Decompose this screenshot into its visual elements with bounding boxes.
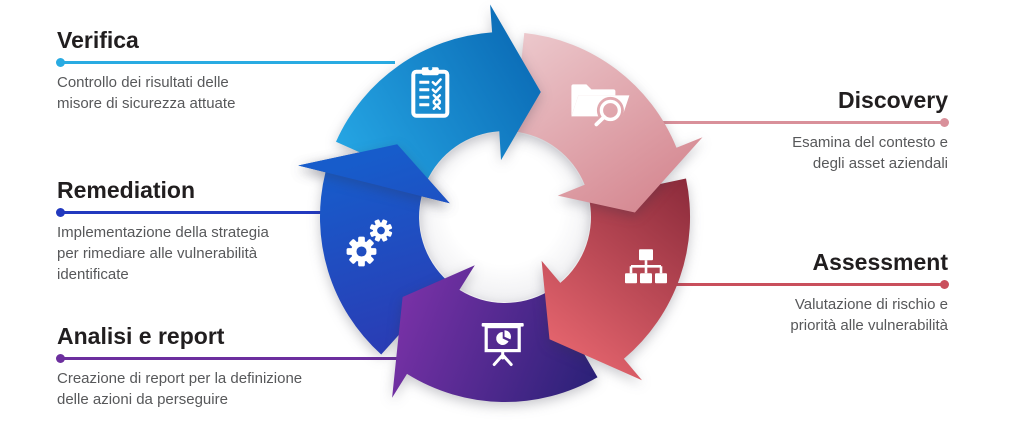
stage-analisi-e-report: Analisi e report Creazione di report per… xyxy=(56,322,425,410)
presentation-chart-icon xyxy=(481,323,524,366)
stage-title: Discovery xyxy=(838,87,948,113)
stage-discovery: Discovery Esamina del contesto e degli a… xyxy=(655,86,949,174)
stage-description: Controllo dei risultati delle misore di … xyxy=(57,73,236,112)
stage-description: Valutazione di rischio e priorità alle v… xyxy=(790,295,948,334)
stage-title: Assessment xyxy=(812,249,948,275)
stage-title: Remediation xyxy=(57,177,196,203)
stage-remediation: Remediation Implementazione della strate… xyxy=(56,176,345,285)
stage-verifica: Verifica Controllo dei risultati delle m… xyxy=(56,26,395,114)
stage-assessment: Assessment Valutazione di rischio e prio… xyxy=(655,248,949,336)
ring-center xyxy=(420,132,590,302)
stage-title: Verifica xyxy=(57,27,139,53)
connector-line xyxy=(56,354,425,362)
folder-search-icon xyxy=(571,84,630,127)
arrow-segment-assessment xyxy=(541,178,691,381)
cycle-ring xyxy=(298,4,703,402)
arrow-head-remediation xyxy=(298,144,450,204)
connector-line xyxy=(56,208,345,216)
connector-line xyxy=(56,58,395,66)
stage-title: Analisi e report xyxy=(57,323,225,349)
sitemap-icon xyxy=(625,249,667,284)
stage-description: Implementazione della strategia per rime… xyxy=(57,223,269,283)
clipboard-checklist-icon xyxy=(411,66,450,118)
arrow-segment-verifica xyxy=(336,4,541,182)
arrow-segment-discovery xyxy=(514,33,703,213)
stage-description: Esamina del contesto e degli asset azien… xyxy=(792,133,948,172)
connector-line xyxy=(655,280,949,288)
stage-description: Creazione di report per la definizione d… xyxy=(57,369,303,408)
connector-line xyxy=(655,118,949,126)
